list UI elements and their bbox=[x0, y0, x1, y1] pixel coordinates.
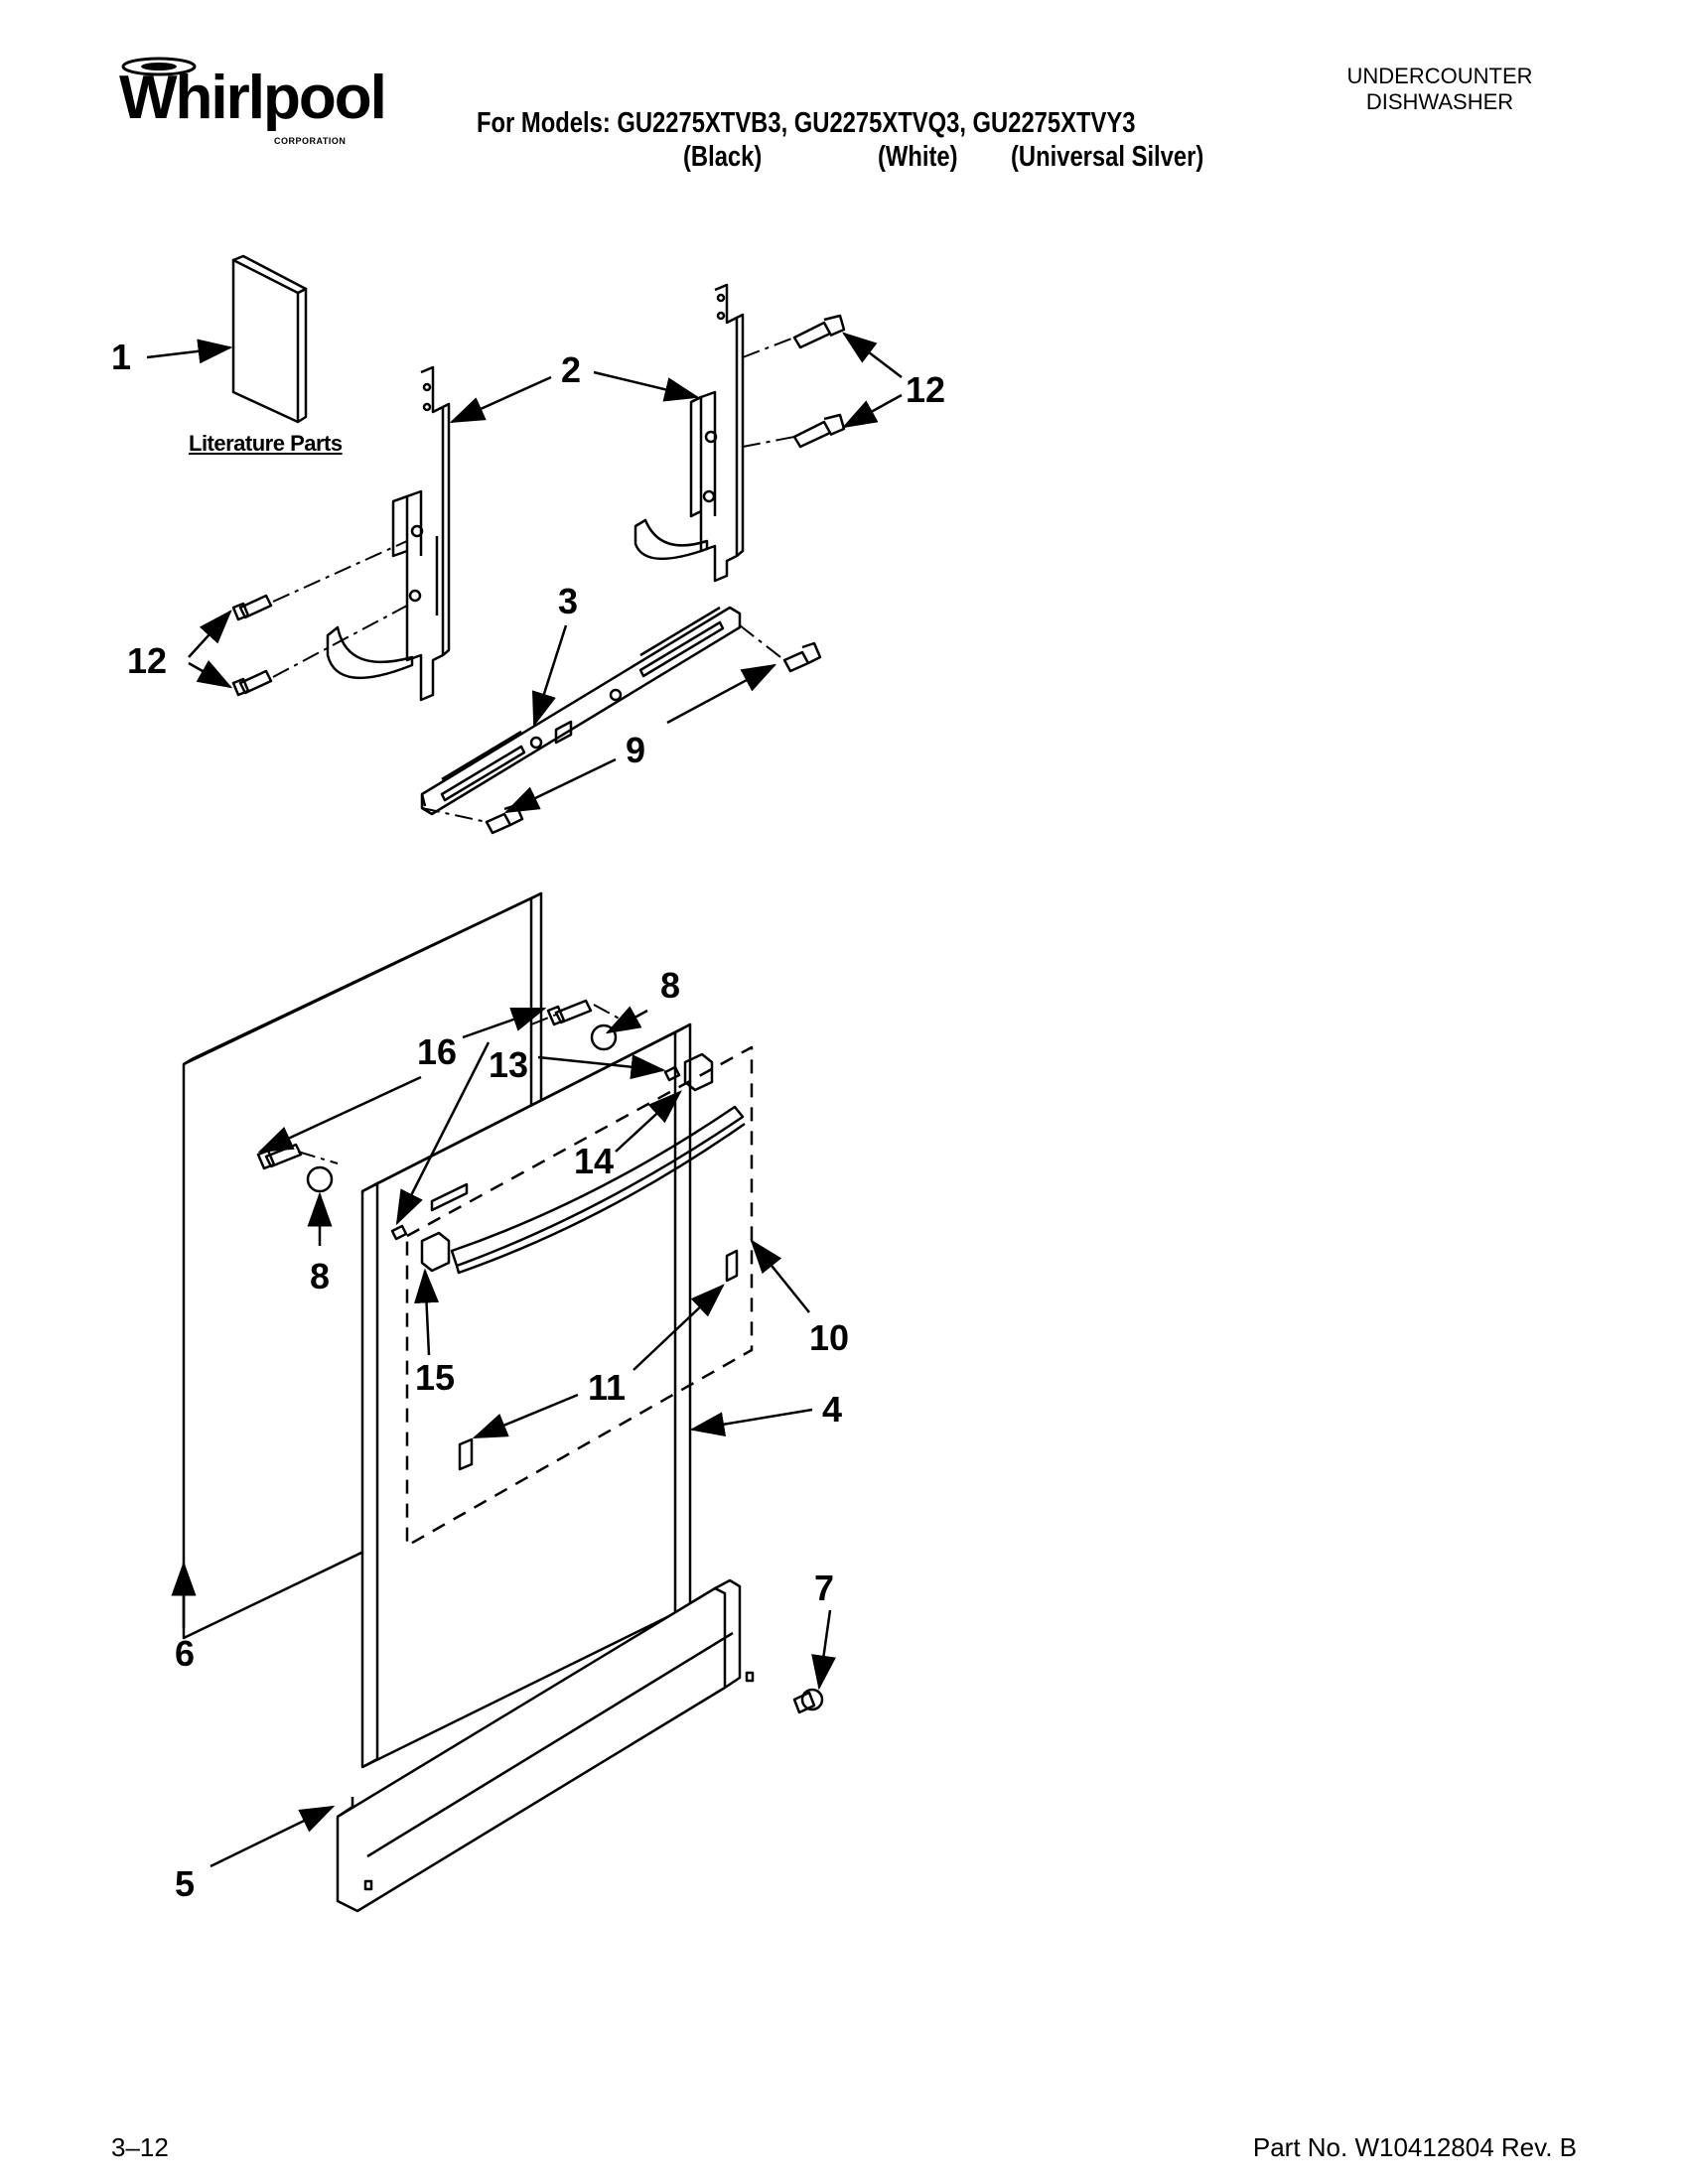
handle-endcap-right bbox=[683, 1052, 714, 1092]
door-seal-frame bbox=[405, 1045, 754, 1548]
screw-12-lower-left-b bbox=[231, 669, 273, 697]
toe-panel bbox=[336, 1578, 755, 1913]
page-number: 3–12 bbox=[111, 2132, 169, 2162]
screw-12-upper-right-a bbox=[792, 314, 846, 349]
callout-15: 15 bbox=[415, 1357, 455, 1398]
callout-1: 1 bbox=[111, 337, 131, 377]
callout-7: 7 bbox=[814, 1568, 834, 1608]
literature-parts-label: Literature Parts bbox=[189, 431, 343, 456]
models-line: For Models: GU2275XTVB3, GU2275XTVQ3, GU… bbox=[477, 107, 1136, 139]
part-number: Part No. W10412804 Rev. B bbox=[1252, 2132, 1577, 2162]
brand-name: Whirlpool bbox=[119, 64, 387, 132]
callout-16: 16 bbox=[417, 1031, 457, 1072]
screw-16-upper bbox=[546, 999, 593, 1026]
mounting-rail bbox=[420, 606, 742, 816]
screw-12-lower-left-a bbox=[231, 594, 273, 621]
screw-7 bbox=[792, 1688, 824, 1714]
callout-3: 3 bbox=[558, 581, 578, 621]
door-hinge-bracket-left bbox=[326, 365, 451, 702]
washer-8-upper bbox=[590, 1024, 618, 1051]
washer-8-lower bbox=[306, 1165, 334, 1193]
callout-11: 11 bbox=[588, 1367, 626, 1408]
callout-6: 6 bbox=[175, 1633, 195, 1674]
spring-13-lower bbox=[390, 1224, 408, 1241]
color-silver: (Universal Silver) bbox=[1011, 141, 1204, 173]
callout-10: 10 bbox=[809, 1317, 849, 1358]
callout-13: 13 bbox=[489, 1044, 528, 1085]
callout-5: 5 bbox=[175, 1863, 195, 1904]
callout-4: 4 bbox=[822, 1389, 842, 1430]
callout-2: 2 bbox=[561, 349, 581, 390]
callout-12-right: 12 bbox=[906, 369, 945, 410]
door-handle bbox=[450, 1105, 746, 1275]
literature-booklet bbox=[231, 254, 308, 424]
callout-8-lower: 8 bbox=[310, 1256, 330, 1297]
handle-endcap-left bbox=[420, 1231, 451, 1273]
brand-sub: CORPORATION bbox=[274, 136, 347, 146]
screw-12-upper-right-b bbox=[792, 413, 846, 449]
category-line-1: UNDERCOUNTER bbox=[1346, 64, 1533, 88]
callout-8-upper: 8 bbox=[660, 965, 680, 1006]
color-white: (White) bbox=[878, 141, 958, 173]
callout-14: 14 bbox=[574, 1141, 614, 1181]
logo-swirl-icon bbox=[121, 57, 197, 76]
inner-door-panel bbox=[360, 1023, 692, 1769]
clip-lower bbox=[458, 1437, 474, 1471]
callout-9: 9 bbox=[626, 730, 645, 770]
clip-upper bbox=[725, 1249, 739, 1283]
category-line-2: DISHWASHER bbox=[1365, 89, 1514, 114]
product-category: UNDERCOUNTER DISHWASHER bbox=[1321, 64, 1559, 115]
spring-13-upper bbox=[663, 1065, 681, 1082]
callout-12-left: 12 bbox=[127, 640, 167, 681]
screw-9-left bbox=[485, 803, 524, 835]
color-black: (Black) bbox=[683, 141, 763, 173]
screw-9-right bbox=[782, 641, 822, 673]
door-hinge-bracket-right bbox=[633, 283, 745, 583]
